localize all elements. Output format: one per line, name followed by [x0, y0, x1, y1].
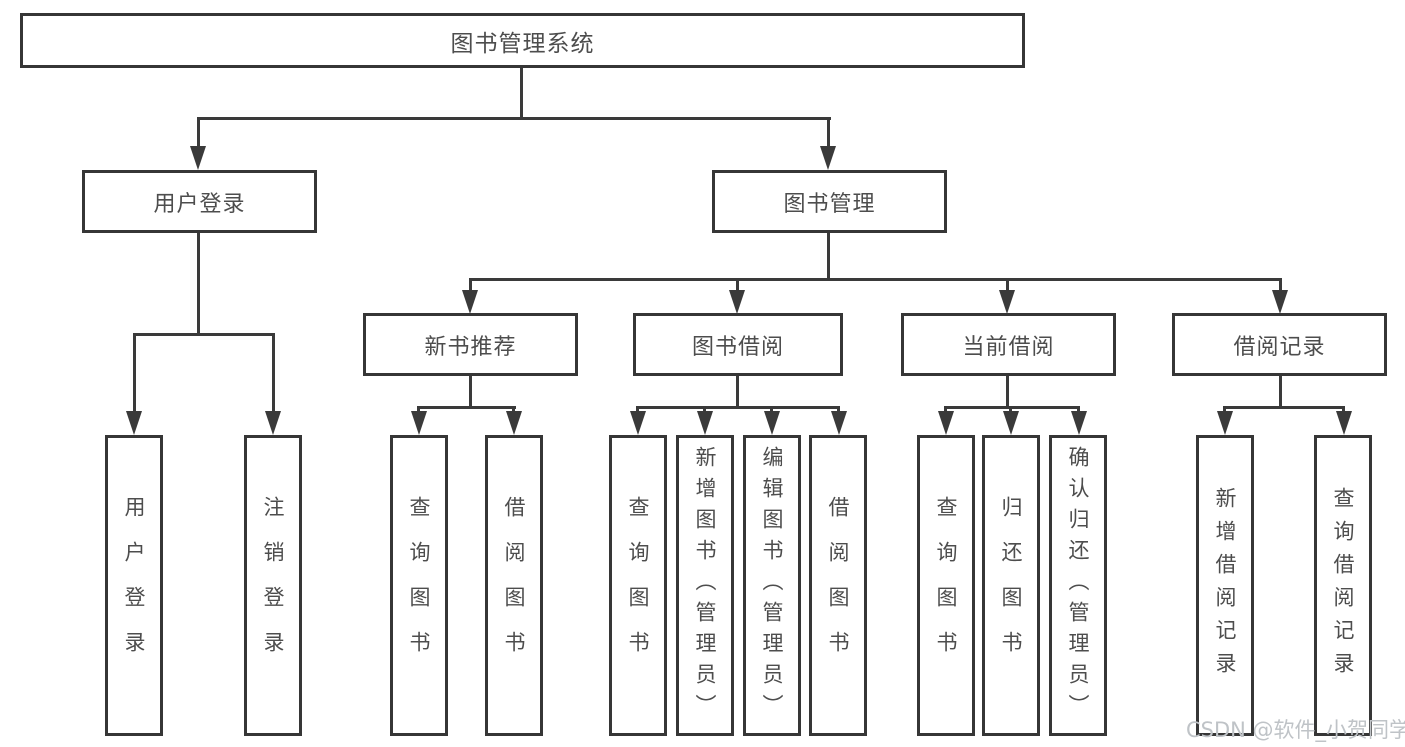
leaf-user-login-label: 用户登录 [122, 495, 146, 676]
connector-line [469, 278, 472, 292]
leaf-confirm-return-admin: 确认归还（管理员） [1049, 435, 1107, 736]
connector-line [133, 333, 275, 336]
connector-line [512, 406, 515, 414]
connector-line [272, 333, 275, 412]
node-borrowing-records-label: 借阅记录 [1233, 334, 1326, 360]
leaf-query-books-2-label: 查询图书 [626, 495, 650, 676]
arrow-down-icon [697, 411, 713, 435]
connector-line [736, 376, 739, 409]
connector-line [1279, 376, 1282, 409]
leaf-borrow-books-2-label: 借阅图书 [826, 495, 850, 676]
root-node-library-system: 图书管理系统 [20, 13, 1025, 68]
node-new-book-recommend-label: 新书推荐 [424, 334, 517, 360]
arrow-down-icon [411, 411, 427, 435]
connector-line [197, 117, 200, 147]
leaf-borrow-books-2: 借阅图书 [809, 435, 867, 736]
node-book-management: 图书管理 [712, 170, 947, 233]
connector-line [520, 66, 523, 119]
leaf-borrow-books-1-label: 借阅图书 [502, 495, 526, 676]
connector-line [469, 278, 1282, 281]
node-book-borrowing: 图书借阅 [633, 313, 843, 376]
leaf-query-borrow-record-label: 查询借阅记录 [1331, 486, 1355, 685]
arrow-down-icon [764, 411, 780, 435]
arrow-down-icon [630, 411, 646, 435]
connector-line [197, 117, 831, 120]
leaf-edit-books-admin: 编辑图书（管理员） [743, 435, 801, 736]
node-book-borrowing-label: 图书借阅 [691, 334, 784, 360]
leaf-query-books-2: 查询图书 [609, 435, 667, 736]
arrow-down-icon [506, 411, 522, 435]
leaf-logout-label: 注销登录 [261, 495, 285, 676]
connector-line [1223, 406, 1226, 414]
leaf-user-login: 用户登录 [105, 435, 163, 736]
node-current-borrowing-label: 当前借阅 [962, 334, 1055, 360]
node-borrowing-records: 借阅记录 [1172, 313, 1387, 376]
arrow-down-icon [1217, 411, 1233, 435]
node-book-management-label: 图书管理 [783, 191, 876, 217]
leaf-query-books-3-label: 查询图书 [934, 495, 958, 676]
leaf-edit-books-admin-label: 编辑图书（管理员） [760, 446, 784, 725]
leaf-query-borrow-record: 查询借阅记录 [1314, 435, 1372, 736]
leaf-add-books-admin: 新增图书（管理员） [676, 435, 734, 736]
leaf-add-books-admin-label: 新增图书（管理员） [693, 446, 717, 725]
connector-line [1279, 278, 1282, 292]
connector-line [736, 278, 739, 292]
leaf-logout: 注销登录 [244, 435, 302, 736]
connector-line [197, 233, 200, 336]
arrow-down-icon [1003, 411, 1019, 435]
leaf-return-books: 归还图书 [982, 435, 1040, 736]
connector-line [944, 406, 947, 414]
arrow-down-icon [1336, 411, 1352, 435]
connector-line [837, 406, 840, 414]
connector-line [636, 406, 840, 409]
connector-line [133, 333, 136, 412]
connector-line [1077, 406, 1080, 414]
leaf-query-books-3: 查询图书 [917, 435, 975, 736]
leaf-borrow-books-1: 借阅图书 [485, 435, 543, 736]
connector-line [418, 406, 516, 409]
root-node-label: 图书管理系统 [450, 30, 595, 57]
connector-line [827, 233, 830, 281]
arrow-down-icon [729, 290, 745, 314]
csdn-watermark: CSDN @软件_小贺同学 [1186, 718, 1405, 742]
leaf-return-books-label: 归还图书 [999, 495, 1023, 676]
arrow-down-icon [265, 411, 281, 435]
leaf-query-books-1: 查询图书 [390, 435, 448, 736]
connector-line [469, 376, 472, 409]
arrow-down-icon [1272, 290, 1288, 314]
node-user-login-label: 用户登录 [153, 191, 246, 217]
arrow-down-icon [462, 290, 478, 314]
connector-line [1006, 278, 1009, 292]
leaf-query-books-1-label: 查询图书 [407, 495, 431, 676]
node-current-borrowing: 当前借阅 [901, 313, 1116, 376]
node-new-book-recommend: 新书推荐 [363, 313, 578, 376]
arrow-down-icon [820, 146, 836, 170]
connector-line [1009, 406, 1012, 414]
connector-line [1006, 376, 1009, 409]
arrow-down-icon [831, 411, 847, 435]
connector-line [827, 117, 830, 147]
connector-line [703, 406, 706, 414]
arrow-down-icon [190, 146, 206, 170]
arrow-down-icon [1071, 411, 1087, 435]
connector-line [1342, 406, 1345, 414]
connector-line [636, 406, 639, 414]
leaf-add-borrow-record-label: 新增借阅记录 [1213, 486, 1237, 685]
leaf-add-borrow-record: 新增借阅记录 [1196, 435, 1254, 736]
arrow-down-icon [938, 411, 954, 435]
connector-line [944, 406, 1080, 409]
connector-line [1223, 406, 1345, 409]
arrow-down-icon [126, 411, 142, 435]
connector-line [770, 406, 773, 414]
arrow-down-icon [999, 290, 1015, 314]
node-user-login: 用户登录 [82, 170, 317, 233]
connector-line [417, 406, 420, 414]
leaf-confirm-return-admin-label: 确认归还（管理员） [1066, 446, 1090, 725]
